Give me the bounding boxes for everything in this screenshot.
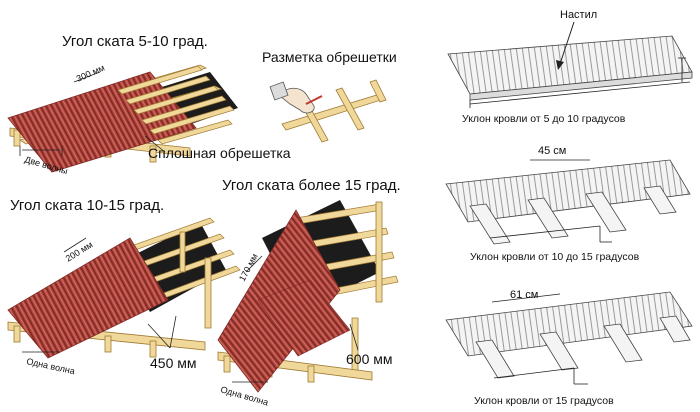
right-panel3-caption: Уклон кровли от 15 градусов	[474, 395, 614, 407]
right-panel1-label: Настил	[560, 9, 597, 21]
panel2-title: Угол ската 10-15 град.	[10, 197, 164, 214]
right-panel3-dim: 61 см	[510, 289, 538, 301]
marking-title: Разметка обрешетки	[262, 49, 397, 65]
panel3-drawing	[217, 200, 399, 393]
panel1-title: Угол ската 5-10 град.	[62, 33, 208, 50]
panel2-spacing: 450 мм	[150, 355, 197, 371]
right-panel2-drawing	[445, 159, 691, 245]
right-panel1-caption: Уклон кровли от 5 до 10 градусов	[462, 113, 626, 125]
right-panel3-drawing	[445, 291, 693, 385]
panel3-waves: Одна волна	[219, 384, 269, 407]
panel3-title: Угол ската более 15 град.	[222, 177, 401, 194]
panel2-dim-top: 200 мм	[64, 239, 95, 263]
panel3-spacing: 600 мм	[346, 351, 393, 367]
panel2-drawing	[7, 217, 241, 359]
right-panel2-dim: 45 см	[538, 145, 566, 157]
right-panel1-drawing	[447, 21, 693, 108]
marking-drawing	[269, 79, 387, 143]
panel1-continuous: Сплошная обрешетка	[148, 145, 291, 161]
right-panel2-caption: Уклон кровли от 10 до 15 градусов	[470, 251, 640, 263]
panel1-dim-top: 300 мм	[75, 63, 106, 84]
panel1-drawing	[7, 64, 238, 173]
panel2-waves: Одна волна	[26, 356, 76, 376]
